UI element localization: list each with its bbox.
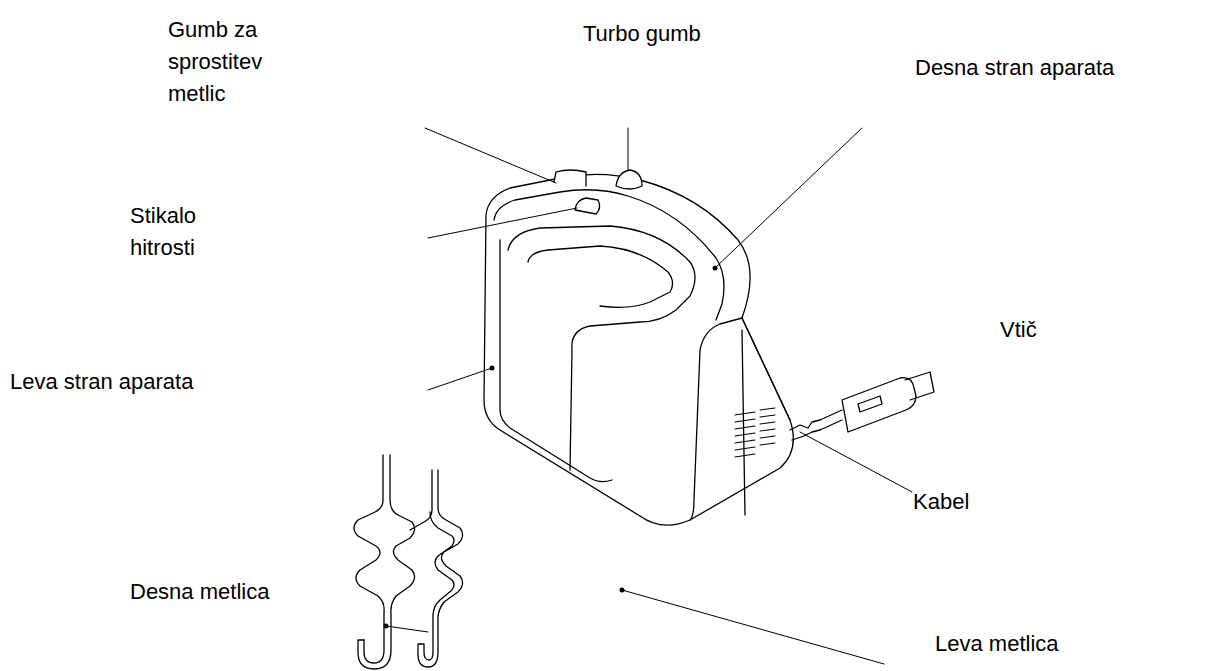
part-label: Leva stran aparata: [10, 366, 193, 398]
part-label: Desna stran aparata: [915, 52, 1114, 84]
part-label: Desna metlica: [130, 576, 269, 608]
part-label: Stikalo hitrosti: [130, 200, 245, 264]
part-label: Turbo gumb: [583, 18, 701, 50]
part-label: Kabel: [913, 486, 969, 518]
part-label: Vtič: [1000, 314, 1037, 346]
part-label: Gumb za sprostitev metlic: [168, 14, 288, 110]
part-label: Leva metlica: [935, 628, 1059, 660]
